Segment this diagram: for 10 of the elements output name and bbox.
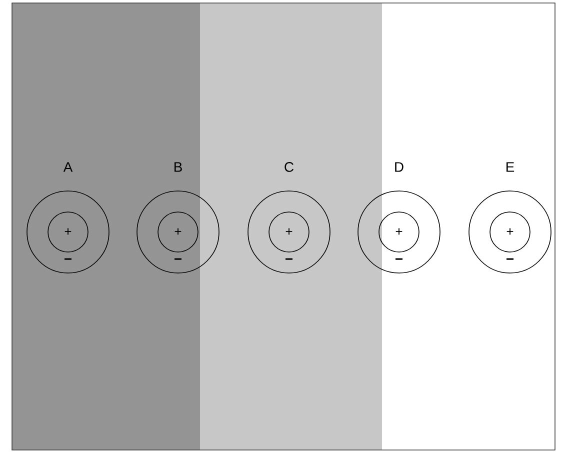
letter-label: D — [395, 162, 404, 172]
minus-sign: − — [396, 258, 402, 260]
minus-sign: − — [174, 258, 182, 260]
minus-sign: − — [286, 258, 292, 260]
minus-sign: − — [506, 258, 514, 260]
letter-label: E — [506, 162, 514, 172]
letter-label: A — [63, 162, 73, 172]
minus-sign: − — [64, 258, 72, 260]
letter-label: C — [284, 162, 294, 172]
letter-label: B — [174, 162, 182, 172]
